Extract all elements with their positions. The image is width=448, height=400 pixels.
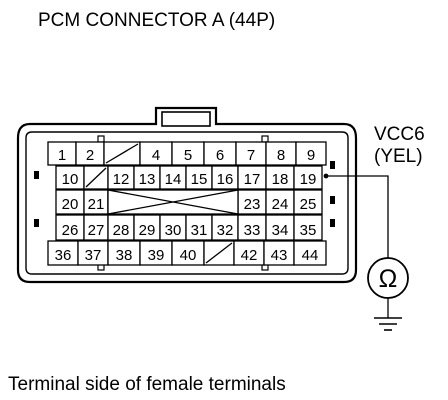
pin-label: 31 bbox=[191, 222, 208, 239]
pin-cell bbox=[265, 214, 295, 241]
pin-label: 8 bbox=[277, 147, 285, 164]
pin-label: 1 bbox=[58, 147, 66, 164]
pin-label: 35 bbox=[300, 222, 317, 239]
pin-cell bbox=[83, 214, 109, 241]
pin-label: 26 bbox=[62, 222, 79, 239]
connector-housing bbox=[16, 106, 358, 284]
pin-label: 14 bbox=[165, 171, 182, 188]
unused-pin-mark bbox=[85, 167, 107, 188]
pin-label: 25 bbox=[300, 196, 317, 213]
pin-label: 10 bbox=[62, 171, 79, 188]
pin-label: 38 bbox=[116, 247, 133, 264]
pin-label: 23 bbox=[244, 196, 261, 213]
pin-label: 5 bbox=[184, 147, 192, 164]
test-lead bbox=[323, 173, 389, 318]
pin-cell bbox=[171, 240, 205, 266]
pin-label: 15 bbox=[191, 171, 208, 188]
pin-label: 20 bbox=[62, 196, 79, 213]
pin-label: 4 bbox=[152, 147, 160, 164]
pin-label: 13 bbox=[139, 171, 156, 188]
diagram-caption: Terminal side of female terminals bbox=[8, 374, 286, 395]
pin-label: 2 bbox=[86, 147, 94, 164]
pin-label: 9 bbox=[307, 147, 315, 164]
pin-label: 30 bbox=[165, 222, 182, 239]
pin-label: 27 bbox=[88, 222, 105, 239]
pin-label: 6 bbox=[216, 147, 224, 164]
pin-label: 33 bbox=[244, 222, 261, 239]
pin-cell bbox=[139, 240, 173, 266]
pin-label: 42 bbox=[241, 247, 258, 264]
pin-label: 34 bbox=[272, 222, 289, 239]
diagram-title: PCM CONNECTOR A (44P) bbox=[38, 10, 275, 31]
pin-cell bbox=[265, 189, 295, 215]
pin-cell bbox=[83, 189, 109, 215]
pin-cell bbox=[233, 240, 265, 266]
wire-color: (YEL) bbox=[374, 146, 423, 167]
pin-label: 36 bbox=[55, 247, 72, 264]
pin-cell bbox=[295, 141, 327, 166]
unused-pin-mark bbox=[105, 143, 139, 164]
pin-label: 39 bbox=[148, 247, 165, 264]
pin-label: 43 bbox=[271, 247, 288, 264]
pin-label: 7 bbox=[247, 147, 255, 164]
ohmmeter: Ω bbox=[367, 257, 409, 299]
ohm-symbol: Ω bbox=[379, 265, 398, 293]
pin-cell bbox=[107, 214, 135, 241]
pin-cell bbox=[107, 240, 141, 266]
pin-cell bbox=[293, 240, 327, 266]
pin-label: 12 bbox=[113, 171, 130, 188]
pin-cell bbox=[293, 165, 323, 190]
pin-label: 24 bbox=[272, 196, 289, 213]
pin-cell bbox=[293, 189, 323, 215]
terminal-name: VCC6 bbox=[374, 124, 425, 145]
pin-label: 40 bbox=[180, 247, 197, 264]
pin-label: 18 bbox=[272, 171, 289, 188]
pin-label: 16 bbox=[217, 171, 234, 188]
pin-label: 28 bbox=[113, 222, 130, 239]
pin-cell bbox=[159, 214, 187, 241]
pin-label: 44 bbox=[302, 247, 319, 264]
pin-cell bbox=[55, 214, 85, 241]
pin-cell bbox=[211, 214, 239, 241]
ground-icon bbox=[374, 317, 402, 331]
unused-pin-mark bbox=[205, 242, 233, 264]
pin-label: 19 bbox=[300, 171, 317, 188]
pin-label: 37 bbox=[85, 247, 102, 264]
unused-block-mark bbox=[107, 189, 239, 215]
pin-cell bbox=[47, 240, 79, 266]
pin-label: 32 bbox=[217, 222, 234, 239]
pin-label: 17 bbox=[244, 171, 261, 188]
pin-label: 29 bbox=[139, 222, 156, 239]
pin-cell bbox=[263, 240, 295, 266]
pin-cell bbox=[293, 214, 323, 241]
pin-label: 21 bbox=[88, 196, 105, 213]
